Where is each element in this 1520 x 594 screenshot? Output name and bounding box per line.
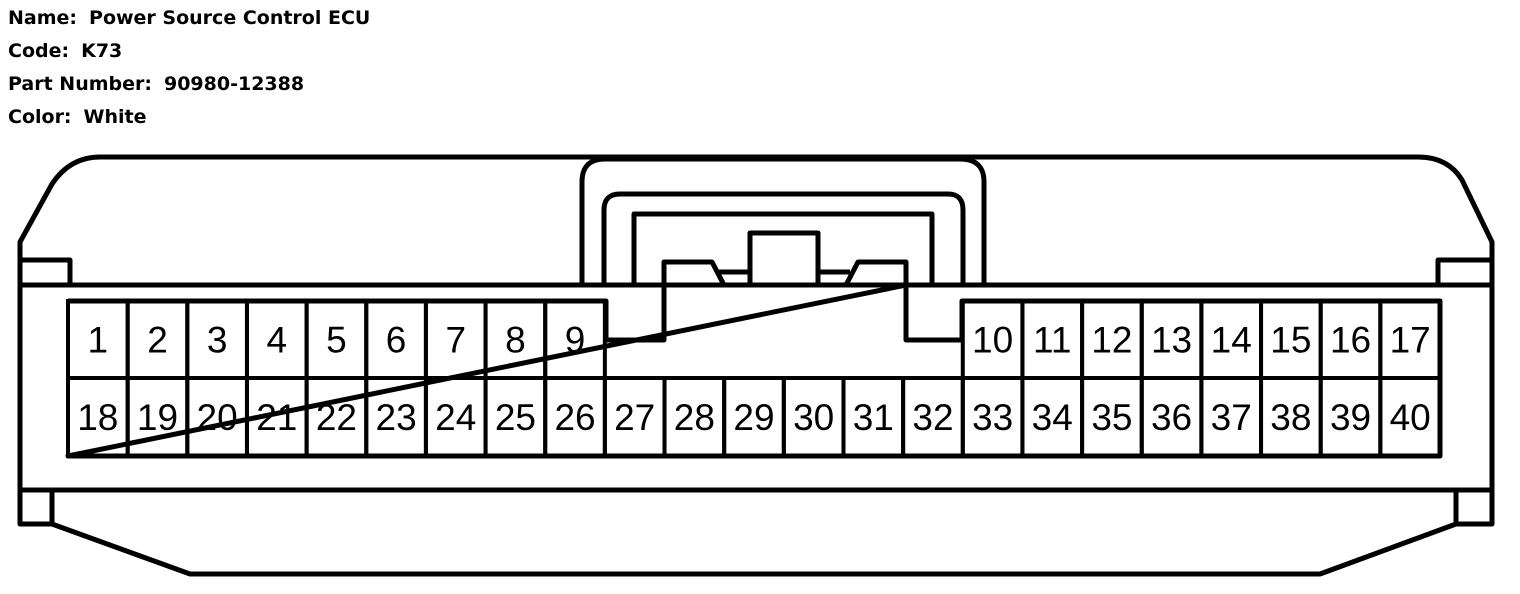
- part-number-value: 90980-12388: [163, 73, 305, 95]
- pin-number: 15: [1270, 320, 1311, 361]
- name-row: Name: Power Source Control ECU: [8, 2, 370, 35]
- pin-number: 11: [1033, 320, 1071, 361]
- name-value: Power Source Control ECU: [89, 7, 371, 29]
- pin-number: 33: [972, 397, 1013, 438]
- pin-number: 28: [674, 397, 715, 438]
- lock-housing-outer: [579, 156, 987, 285]
- pin-number: 29: [733, 397, 774, 438]
- pin-number: 9: [565, 320, 586, 361]
- part-number-row: Part Number: 90980-12388: [8, 68, 370, 101]
- pin-number: 16: [1330, 320, 1371, 361]
- pin-number: 30: [793, 397, 834, 438]
- pin-number: 21: [256, 397, 297, 438]
- pin-number: 18: [77, 397, 118, 438]
- pin-cavity: [1378, 376, 1442, 458]
- pin-number: 20: [197, 397, 238, 438]
- pin-number: 25: [495, 397, 536, 438]
- pin-number: 35: [1091, 397, 1132, 438]
- pin-number: 3: [207, 320, 228, 361]
- lock-arm-left: [661, 259, 727, 287]
- pin-number: 34: [1032, 397, 1073, 438]
- housing-outline: [17, 154, 1495, 577]
- pin-number: 17: [1390, 320, 1431, 361]
- pin-number: 31: [853, 397, 894, 438]
- right-upper-tab: [1435, 257, 1492, 285]
- pin-number: 23: [376, 397, 417, 438]
- code-label: Code:: [8, 40, 70, 62]
- lock-lever-frame: [631, 211, 935, 288]
- pin-number: 24: [435, 397, 476, 438]
- pin-number: 12: [1091, 320, 1132, 361]
- code-value: K73: [81, 40, 123, 62]
- color-row: Color: White: [8, 101, 370, 134]
- pin-number: 7: [445, 320, 466, 361]
- lock-arm-right: [843, 259, 909, 287]
- pin-number: 37: [1211, 397, 1252, 438]
- pin-number: 26: [554, 397, 595, 438]
- pin-number: 6: [386, 320, 407, 361]
- color-label: Color:: [8, 106, 72, 128]
- pin-number: 38: [1270, 397, 1311, 438]
- connector-info: Name: Power Source Control ECU Code: K73 P…: [8, 2, 370, 134]
- code-row: Code: K73: [8, 35, 370, 68]
- pin-number: 27: [614, 397, 655, 438]
- pin-number: 1: [88, 320, 109, 361]
- pin-number: 32: [912, 397, 953, 438]
- pin-number: 22: [316, 397, 357, 438]
- pin-number: 2: [147, 320, 168, 361]
- lock-latch: [747, 230, 821, 288]
- color-value: White: [83, 106, 147, 128]
- pin-number: 4: [266, 320, 287, 361]
- pin-number: 8: [505, 320, 526, 361]
- pin-number: 40: [1390, 397, 1431, 438]
- pin-number: 10: [972, 320, 1013, 361]
- name-label: Name:: [8, 7, 78, 29]
- pin-number: 14: [1211, 320, 1252, 361]
- part-number-label: Part Number:: [8, 73, 152, 95]
- pin-number: 13: [1151, 320, 1192, 361]
- pin-number: 5: [326, 320, 347, 361]
- connector-housing: [17, 154, 1495, 577]
- lock-housing-inner: [601, 191, 966, 285]
- pin-number: 39: [1330, 397, 1371, 438]
- left-upper-tab: [20, 257, 73, 285]
- pin-number: 36: [1151, 397, 1192, 438]
- pin-number: 19: [137, 397, 178, 438]
